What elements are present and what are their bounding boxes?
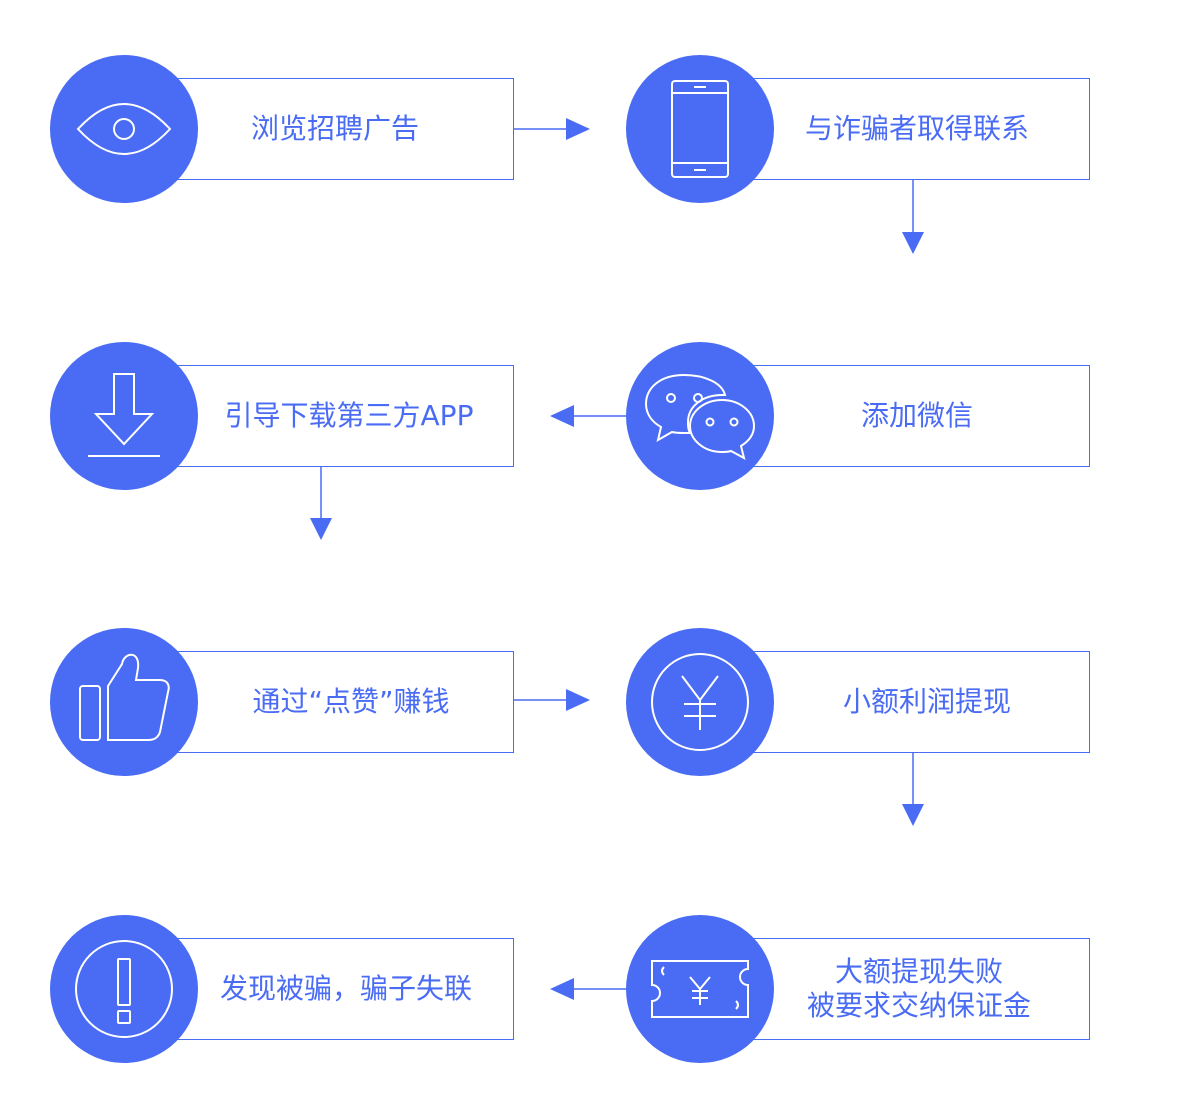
step-7-circle bbox=[626, 915, 774, 1063]
step-6-label: 小额利润提现 bbox=[842, 685, 1011, 718]
step-7-label-line1: 大额提现失败 bbox=[834, 955, 1003, 988]
step-3-label: 添加微信 bbox=[860, 399, 973, 432]
step-6-circle bbox=[626, 628, 774, 776]
step-5-box bbox=[160, 651, 514, 753]
wechat-icon bbox=[644, 373, 756, 460]
yen-coin-icon bbox=[651, 653, 749, 751]
step-7-box bbox=[736, 938, 1090, 1040]
exclamation-icon bbox=[75, 940, 173, 1038]
step-4-label: 引导下载第三方APP bbox=[224, 399, 474, 432]
step-7-label: 大额提现失败 被要求交纳保证金 bbox=[772, 938, 1066, 1040]
step-8-label: 发现被骗，骗子失联 bbox=[219, 972, 472, 1005]
step-8-circle bbox=[50, 915, 198, 1063]
step-4-circle bbox=[50, 342, 198, 490]
yen-banknote-icon bbox=[651, 960, 749, 1018]
step-5-label: 通过“点赞”赚钱 bbox=[252, 685, 450, 718]
eye-icon bbox=[76, 103, 172, 155]
step-7-label-line2: 被要求交纳保证金 bbox=[806, 989, 1031, 1022]
step-6-box bbox=[736, 651, 1090, 753]
step-8-box bbox=[160, 938, 514, 1040]
step-3-circle bbox=[626, 342, 774, 490]
download-icon bbox=[88, 373, 160, 457]
step-2-box bbox=[736, 78, 1090, 180]
step-1-label: 浏览招聘广告 bbox=[250, 112, 419, 145]
smartphone-icon bbox=[671, 80, 729, 178]
step-2-label: 与诈骗者取得联系 bbox=[804, 112, 1029, 145]
thumbs-up-icon bbox=[79, 653, 170, 741]
step-1-box bbox=[160, 78, 514, 180]
step-4-box bbox=[160, 365, 514, 467]
step-1-circle bbox=[50, 55, 198, 203]
step-5-circle bbox=[50, 628, 198, 776]
step-2-circle bbox=[626, 55, 774, 203]
step-3-box bbox=[736, 365, 1090, 467]
